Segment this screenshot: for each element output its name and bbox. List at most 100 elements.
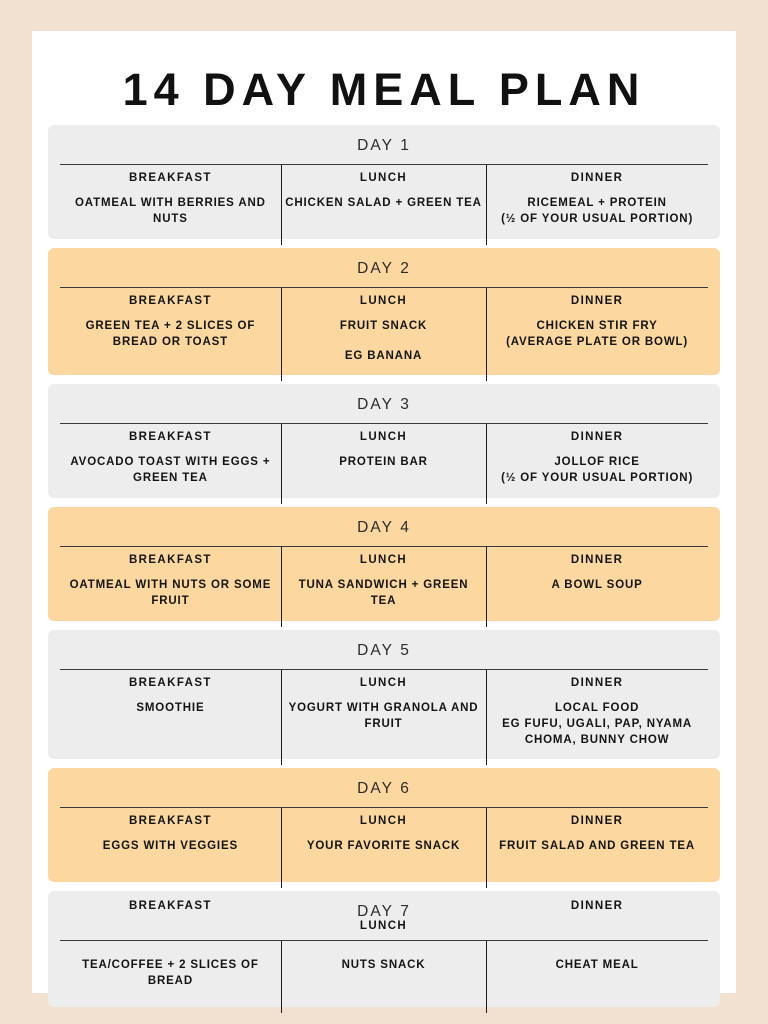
meal-cell-dinner: DINNER RICEMEAL + PROTEIN (½ OF YOUR USUAL… <box>486 165 708 246</box>
day-divider-rule <box>60 545 708 547</box>
meal-items-dinner: RICEMEAL + PROTEIN (½ OF YOUR USUAL PORTI… <box>490 195 704 228</box>
day-heading: DAY 7 <box>357 902 411 920</box>
meal-text-line: YOGURT WITH GRANOLA AND FRUIT <box>288 701 479 731</box>
meal-label-dinner: DINNER <box>570 430 624 443</box>
meal-label-dinner: DINNER <box>570 899 624 912</box>
meal-items-lunch: YOGURT WITH GRANOLA AND FRUIT <box>285 700 482 733</box>
meal-cell-lunch: LUNCH FRUIT SNACK EG BANANA <box>280 288 486 381</box>
meal-cell-breakfast: TEA/COFFEE + 2 SLICES OF BREAD <box>60 941 281 1007</box>
meal-label-lunch: LUNCH <box>359 430 408 443</box>
meal-label-lunch: LUNCH <box>359 919 408 932</box>
meal-text-line: LOCAL FOOD <box>554 701 640 714</box>
meal-label-dinner: DINNER <box>570 172 624 185</box>
meal-row: BREAKFAST SMOOTHIE LUNCH YOGURT WITH GRANOL… <box>60 669 708 765</box>
meal-text-line: GREEN TEA + 2 SLICES OF BREAD OR TOAST <box>85 320 256 349</box>
meal-text-line <box>285 334 482 348</box>
meal-items-breakfast: OATMEAL WITH BERRIES AND NUTS <box>64 195 277 228</box>
meal-label-lunch: LUNCH <box>359 676 408 689</box>
meal-label-dinner: DINNER <box>570 295 624 308</box>
day-heading: DAY 4 <box>357 518 411 536</box>
day-card: DAY 2 BREAKFAST GREEN TEA + 2 SLICES OF BR… <box>48 248 720 381</box>
meal-items-breakfast: EGGS WITH VEGGIES <box>64 838 277 854</box>
meal-cell-dinner: DINNER FRUIT SALAD AND GREEN TEA <box>486 807 708 888</box>
meal-items-lunch: TUNA SANDWICH + GREEN TEA <box>285 577 482 610</box>
meal-items-dinner: A BOWL SOUP <box>490 577 704 593</box>
meal-cell-dinner: DINNER A BOWL SOUP <box>486 546 708 627</box>
day-heading: DAY 3 <box>357 395 411 413</box>
meal-items-lunch: YOUR FAVORITE SNACK <box>285 838 482 854</box>
meal-cell-dinner: DINNER JOLLOF RICE (½ OF YOUR USUAL PORTIO… <box>486 423 708 504</box>
day-card: DAY 5 BREAKFAST SMOOTHIE LUNCH YOGURT WITH G… <box>48 629 720 765</box>
meal-items-dinner: FRUIT SALAD AND GREEN TEA <box>490 838 704 854</box>
meal-label-breakfast: BREAKFAST <box>128 814 212 827</box>
day-divider-rule <box>60 287 708 289</box>
meal-items-breakfast: GREEN TEA + 2 SLICES OF BREAD OR TOAST <box>64 318 277 351</box>
meal-label-lunch: LUNCH <box>359 814 408 827</box>
day-card: DAY 1 BREAKFAST OATMEAL WITH BERRIES AND N… <box>48 125 720 246</box>
meal-label-dinner: DINNER <box>570 814 624 827</box>
meal-label-row: BREAKFAST LUNCH DINNER <box>60 900 708 940</box>
meal-text-line: (½ OF YOUR USUAL PORTION) <box>501 213 694 226</box>
meal-text-line: CHEAT MEAL <box>555 958 639 971</box>
meal-cell-breakfast: BREAKFAST EGGS WITH VEGGIES <box>60 808 281 882</box>
meal-text-line: CHICKEN SALAD + GREEN TEA <box>285 196 482 209</box>
meal-text-line: FRUIT SNACK <box>339 320 428 333</box>
meal-label-dinner: DINNER <box>570 553 624 566</box>
meal-text-line: (½ OF YOUR USUAL PORTION) <box>501 472 694 484</box>
meal-text-line: TEA/COFFEE + 2 SLICES OF BREAD <box>82 958 259 988</box>
meal-items-dinner: CHICKEN STIR FRY (AVERAGE PLATE OR BOWL) <box>490 318 704 351</box>
meal-label-breakfast: BREAKFAST <box>128 676 212 689</box>
meal-label-lunch: LUNCH <box>359 295 408 308</box>
meal-text-line: EGGS WITH VEGGIES <box>102 839 239 852</box>
day-card: DAY 7 BREAKFAST LUNCH DINNER TEA/COFFEE + 2 … <box>48 890 720 1013</box>
day-heading: DAY 6 <box>357 779 411 797</box>
meal-cell-dinner: CHEAT MEAL <box>486 940 708 1013</box>
meal-items-lunch: FRUIT SNACK EG BANANA <box>285 318 482 365</box>
meal-label-breakfast: BREAKFAST <box>128 295 212 308</box>
day-heading: DAY 1 <box>357 137 411 154</box>
meal-items-lunch: NUTS SNACK <box>285 957 482 973</box>
meal-items-dinner: CHEAT MEAL <box>490 957 704 973</box>
meal-text-line: EG BANANA <box>344 350 423 363</box>
meal-row: BREAKFAST GREEN TEA + 2 SLICES OF BREAD O… <box>60 288 708 381</box>
meal-cell-lunch: LUNCH YOUR FAVORITE SNACK <box>280 807 486 888</box>
meal-label-breakfast: BREAKFAST <box>128 899 212 912</box>
meal-items-breakfast: SMOOTHIE <box>64 700 277 716</box>
meal-label-lunch: LUNCH <box>359 553 408 566</box>
meal-text-line: TUNA SANDWICH + GREEN TEA <box>298 578 469 608</box>
meal-text-line: JOLLOF RICE <box>554 455 640 468</box>
meal-cell-lunch: LUNCH YOGURT WITH GRANOLA AND FRUIT <box>280 669 486 765</box>
meal-text-line: SMOOTHIE <box>136 701 205 714</box>
meal-text-line: (AVERAGE PLATE OR BOWL) <box>506 336 689 349</box>
day-heading: DAY 5 <box>357 641 411 659</box>
meal-text-line: AVOCADO TOAST WITH EGGS + GREEN TEA <box>70 455 271 484</box>
meal-text-line: A BOWL SOUP <box>551 578 643 591</box>
day-divider-rule <box>60 668 708 670</box>
meal-row: BREAKFAST EGGS WITH VEGGIES LUNCH YOUR FAVO… <box>60 807 708 888</box>
day-divider-rule <box>60 806 708 808</box>
meal-text-line: RICEMEAL + PROTEIN <box>527 196 667 209</box>
meal-items-breakfast: OATMEAL WITH NUTS OR SOME FRUIT <box>64 577 277 610</box>
meal-text-line: FRUIT SALAD AND GREEN TEA <box>499 839 696 852</box>
meal-text-line: CHICKEN STIR FRY <box>536 320 658 333</box>
meal-label-breakfast: BREAKFAST <box>128 172 212 185</box>
day-heading: DAY 2 <box>357 260 411 278</box>
meal-items-lunch: CHICKEN SALAD + GREEN TEA <box>285 195 482 211</box>
day-card: DAY 6 BREAKFAST EGGS WITH VEGGIES LUNCH YOUR… <box>48 767 720 888</box>
meal-items-breakfast: TEA/COFFEE + 2 SLICES OF BREAD <box>64 957 277 990</box>
day-divider-rule <box>60 422 708 424</box>
meal-row: TEA/COFFEE + 2 SLICES OF BREAD NUTS SNACK… <box>60 940 708 1013</box>
day-divider-rule <box>60 164 708 166</box>
